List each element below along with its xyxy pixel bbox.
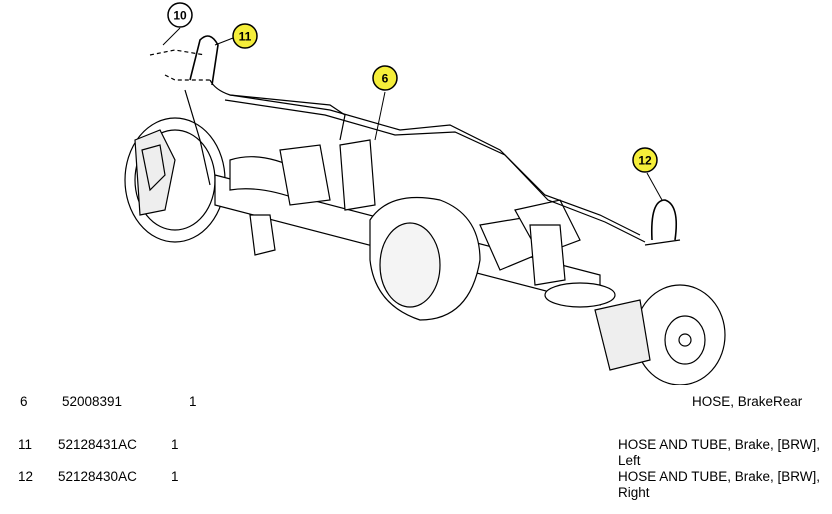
callout-label: 12 [638,154,652,168]
ref-number: 12 [18,469,34,484]
callout-label: 10 [173,9,187,23]
quantity: 1 [171,437,179,452]
rear-axle-brake-diagram: 10 11 6 12 [124,2,726,385]
quantity: 1 [171,469,179,484]
callout-11[interactable]: 11 [232,23,258,49]
callout-label: 11 [239,30,252,44]
quantity: 1 [189,394,197,409]
ref-number: 11 [18,437,33,452]
callout-6[interactable]: 6 [372,65,398,91]
description: HOSE, BrakeRear [692,394,803,409]
callout-label: 6 [382,72,389,86]
callout-10[interactable]: 10 [167,2,193,28]
axle-drawing [124,27,726,385]
ref-number: 6 [20,394,28,409]
description: HOSE AND TUBE, Brake, [BRW], Left [618,437,821,468]
part-number: 52008391 [62,394,123,409]
part-number: 52128431AC [58,437,137,452]
part-number: 52128430AC [58,469,137,484]
description: HOSE AND TUBE, Brake, [BRW], Right [618,469,821,500]
callout-12[interactable]: 12 [632,147,658,173]
